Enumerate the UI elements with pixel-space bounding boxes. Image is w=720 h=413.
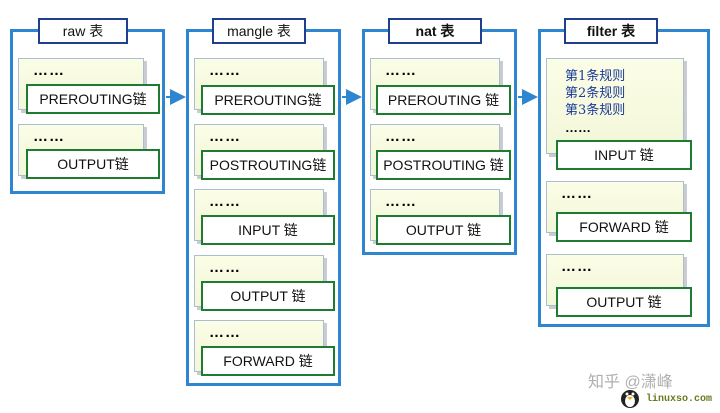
raw-table-title: raw 表 xyxy=(38,18,128,44)
ellipsis: …… xyxy=(33,128,65,145)
watermark-text: 知乎 @潇峰 xyxy=(588,374,673,391)
filter-table-title: filter 表 xyxy=(564,18,658,44)
raw-prerouting-chain: PREROUTING链 xyxy=(26,84,160,114)
ellipsis: …… xyxy=(209,324,241,341)
ellipsis: …… xyxy=(561,258,593,275)
mangle-postrouting-chain: POSTROUTING链 xyxy=(201,150,335,180)
nat-table-title: nat 表 xyxy=(388,18,482,44)
mangle-table-title: mangle 表 xyxy=(212,18,306,44)
penguin-icon xyxy=(621,390,639,408)
raw-output-chain: OUTPUT链 xyxy=(26,149,160,179)
nat-prerouting-chain: PREROUTING 链 xyxy=(376,85,511,115)
ellipsis: …… xyxy=(209,62,241,79)
mangle-input-chain: INPUT 链 xyxy=(201,215,335,245)
ellipsis: …… xyxy=(385,62,417,79)
ellipsis: …… xyxy=(385,128,417,145)
filter-input-chain: INPUT 链 xyxy=(556,140,692,170)
ellipsis: …… xyxy=(33,62,65,79)
logo-url: linuxso.com xyxy=(646,394,713,405)
filter-output-chain: OUTPUT 链 xyxy=(556,287,692,317)
filter-forward-chain: FORWARD 链 xyxy=(556,212,692,242)
filter-rules-list: 第1条规则 第2条规则 第3条规则 …… xyxy=(565,68,625,136)
mangle-output-chain: OUTPUT 链 xyxy=(201,281,335,311)
site-logo: linuxso.com xyxy=(616,386,716,408)
ellipsis: …… xyxy=(209,128,241,145)
rule-item: 第3条规则 xyxy=(565,103,626,118)
ellipsis: …… xyxy=(209,259,241,276)
nat-output-chain: OUTPUT 链 xyxy=(376,215,511,245)
ellipsis: …… xyxy=(385,193,417,210)
rule-item: 第2条规则 xyxy=(565,86,626,101)
ellipsis: …… xyxy=(209,193,241,210)
ellipsis: …… xyxy=(565,120,591,135)
mangle-prerouting-chain: PREROUTING链 xyxy=(201,85,335,115)
rule-item: 第1条规则 xyxy=(565,69,626,84)
mangle-forward-chain: FORWARD 链 xyxy=(201,346,335,376)
ellipsis: …… xyxy=(561,185,593,202)
nat-postrouting-chain: POSTROUTING 链 xyxy=(376,150,511,180)
